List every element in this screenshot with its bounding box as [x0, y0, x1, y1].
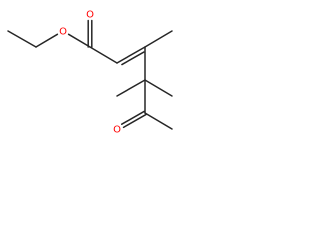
bond-line [35, 33, 59, 48]
bond-c7-c8 [116, 79, 146, 97]
bond-line [116, 79, 146, 97]
bond-line [67, 33, 91, 48]
bond-c3-c4 [89, 46, 118, 64]
bond-c5-c6 [144, 30, 173, 48]
atom-label-o1: O [59, 27, 67, 38]
bond-o1-c3 [67, 33, 91, 48]
atom-labels-layer: O O O [59, 10, 121, 136]
bond-line [144, 79, 173, 97]
atom-label-o3: O [113, 125, 121, 136]
bond-line [144, 112, 173, 130]
molecule-structure-diagram: O O O [0, 0, 179, 140]
bond-line [89, 46, 118, 64]
bond-c4-c5 [116, 46, 146, 66]
atom-label-o2: O [86, 10, 94, 21]
bond-c3-o2 [87, 19, 93, 48]
bond-line [7, 30, 37, 48]
bond-c10-c11 [144, 112, 173, 130]
bond-c7-c9 [144, 79, 173, 97]
bond-c10-o3 [121, 110, 147, 129]
molecule-svg: O O O [7, 10, 173, 136]
bond-line-a [121, 110, 145, 125]
bond-line-main [116, 46, 146, 64]
bond-line-inner [121, 51, 145, 66]
bond-line [144, 30, 173, 48]
bonds-layer [7, 19, 173, 130]
bond-line-b [122, 113, 147, 129]
bond-c1-c2 [7, 30, 37, 48]
bond-c2-o1 [35, 33, 59, 48]
